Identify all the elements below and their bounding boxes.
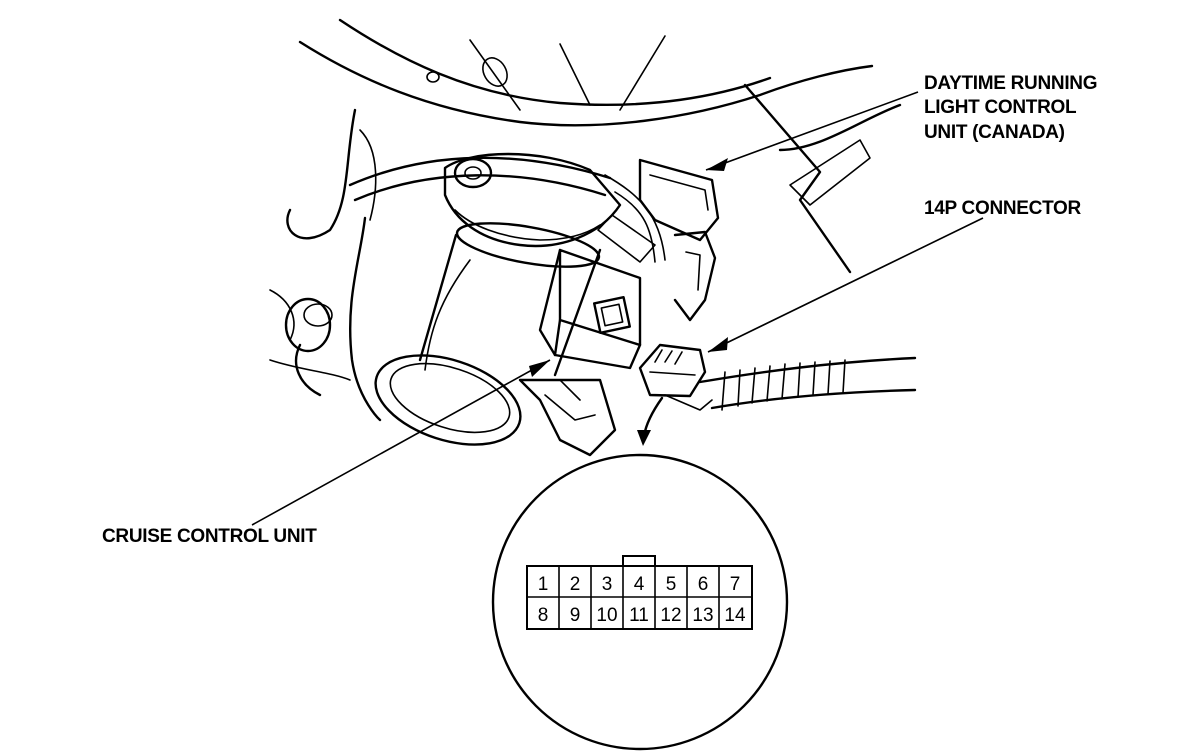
connector-leader-line [707, 217, 984, 353]
detail-pointer-arrowhead [637, 430, 651, 446]
pin-11: 11 [629, 605, 649, 626]
connector-arrowhead [708, 337, 728, 352]
pin-14: 14 [724, 605, 746, 626]
connector-detail-view: 1 2 3 4 5 6 7 8 9 10 11 12 13 14 [491, 453, 789, 751]
connector-label: 14P CONNECTOR [924, 198, 1082, 219]
detail-circle [491, 453, 789, 751]
pin-2: 2 [570, 574, 581, 595]
callout-labels: DAYTIME RUNNING LIGHT CONTROL UNIT (CANA… [102, 73, 1098, 547]
drl-label-line-3: UNIT (CANADA) [924, 122, 1065, 143]
pin-3: 3 [602, 574, 613, 595]
leader-lines [251, 91, 984, 526]
pin-6: 6 [698, 574, 709, 595]
pin-7: 7 [730, 574, 741, 595]
drl-label-line-2: LIGHT CONTROL [924, 97, 1077, 118]
steering-column-drawing [269, 18, 917, 457]
drl-label-line-1: DAYTIME RUNNING [924, 73, 1097, 94]
connector-lock-tab [622, 555, 656, 567]
pin-10: 10 [596, 605, 617, 626]
drl-arrowhead [706, 158, 728, 171]
pin-4: 4 [634, 574, 645, 595]
pin-12: 12 [660, 605, 681, 626]
pin-1: 1 [538, 574, 549, 595]
pin-8: 8 [538, 605, 549, 626]
cruise-leader-line [251, 359, 551, 526]
drl-leader-line [705, 91, 919, 171]
pin-13: 13 [692, 605, 713, 626]
pin-9: 9 [570, 605, 581, 626]
cruise-arrowhead [529, 360, 550, 377]
cruise-control-label: CRUISE CONTROL UNIT [102, 526, 317, 547]
pin-5: 5 [666, 574, 677, 595]
